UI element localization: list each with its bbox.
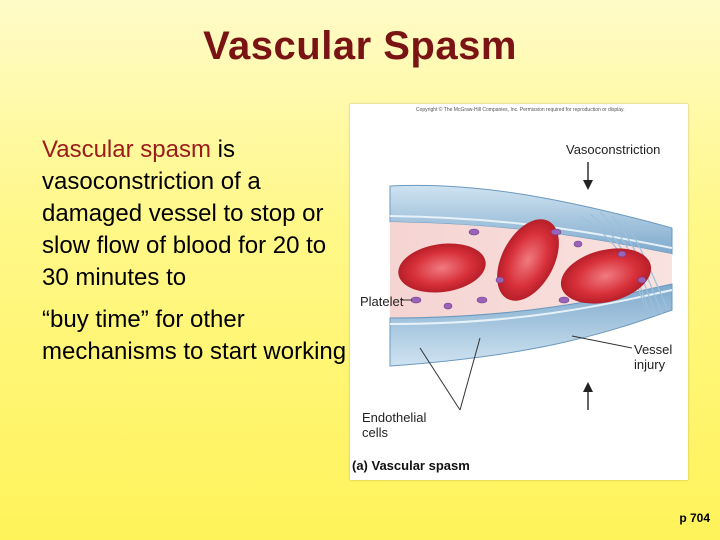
- body-paragraph-2: “buy time” for other mechanisms to start…: [42, 306, 347, 365]
- figure-copyright: Copyright © The McGraw-Hill Companies, I…: [416, 107, 625, 113]
- label-vessel-injury: Vessel injury: [634, 342, 672, 372]
- label-leader-lines: [402, 299, 633, 411]
- red-blood-cell: [497, 219, 559, 301]
- label-vasoconstriction: Vasoconstriction: [566, 142, 661, 157]
- slide-title: Vascular Spasm: [203, 24, 517, 68]
- platelets: [410, 228, 647, 310]
- vessel-illustration: [389, 162, 673, 411]
- slide-body: Vascular spasm is vasoconstriction of a …: [42, 134, 352, 368]
- vascular-spasm-figure: Copyright © The McGraw-Hill Companies, I…: [350, 104, 688, 480]
- body-paragraph-1-text: is vasoconstriction of a damaged vessel …: [42, 136, 327, 291]
- figure-caption: (a) Vascular spasm: [352, 458, 470, 473]
- page-reference: p 704: [679, 511, 710, 525]
- label-vessel-injury-line1: Vessel: [634, 342, 673, 357]
- vasoconstriction-arrows: [583, 162, 593, 410]
- red-blood-cell: [560, 248, 652, 304]
- term-highlight: Vascular spasm: [42, 136, 211, 163]
- label-endothelial-line2: cells: [362, 425, 389, 440]
- body-paragraph-1: Vascular spasm is vasoconstriction of a …: [42, 134, 352, 294]
- label-endothelial-line1: Endothelial: [362, 410, 427, 425]
- label-vessel-injury-line2: injury: [634, 357, 666, 372]
- label-platelet: Platelet: [360, 294, 404, 309]
- label-endothelial-cells: Endothelial cells: [362, 410, 426, 440]
- red-blood-cell: [398, 243, 486, 293]
